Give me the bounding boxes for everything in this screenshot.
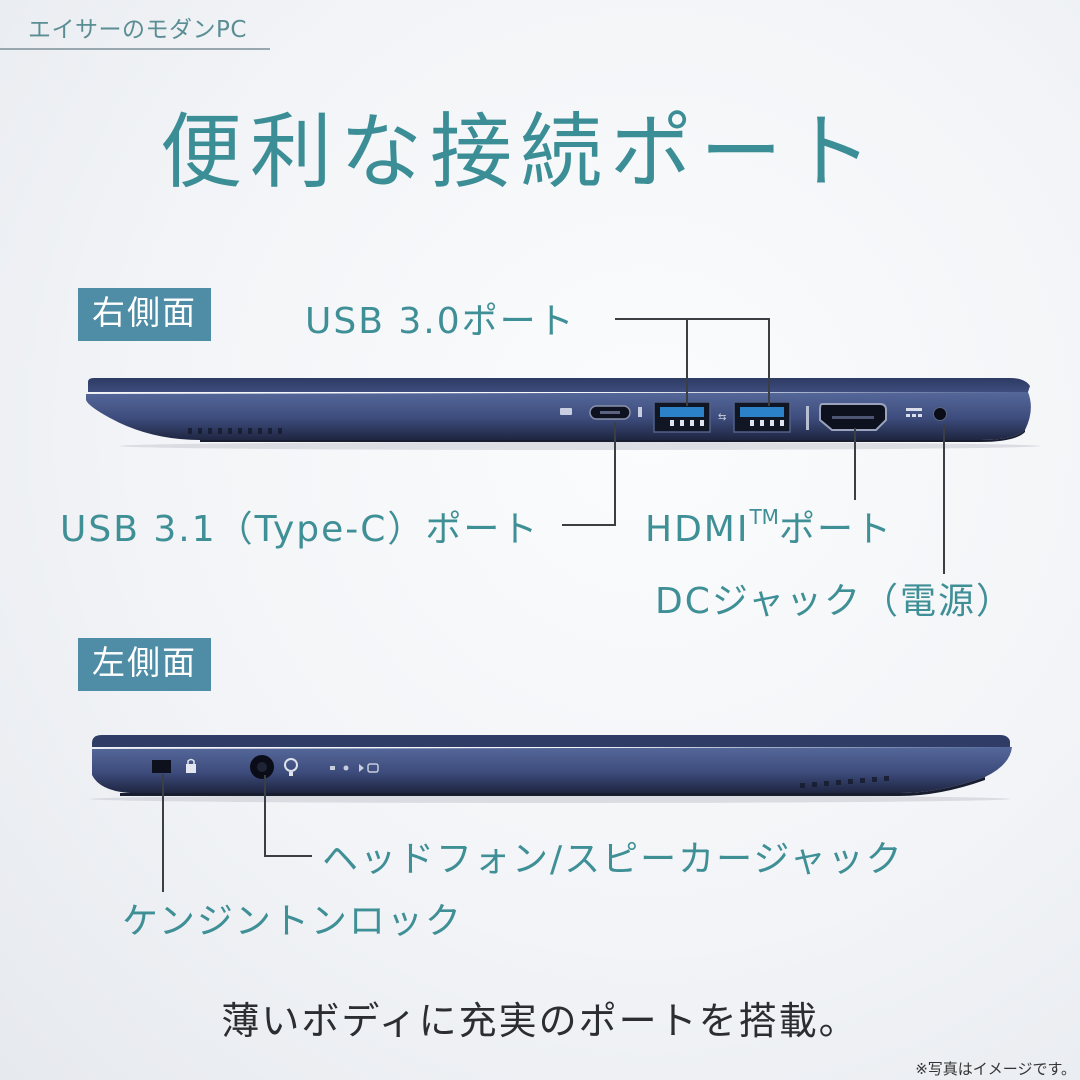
usbc-leader-h [562,524,616,526]
kensington-lock-label: ケンジントンロック [122,901,463,942]
status-led-icons [330,763,379,773]
dc-leader-v [943,424,945,574]
dc-jack-label: DCジャック（電源） [655,581,1015,622]
hdmi-port-icon [819,403,887,431]
usb-c-label: USB 3.1（Type-C）ポート [60,509,540,550]
usb-c-port-icon [560,405,631,420]
laptop-left-side [90,735,1012,803]
hdmi-label: HDMITMポート [645,505,893,551]
usb3-leader-v1 [686,318,688,406]
usb-a-port-icon [653,401,711,433]
headset-glyph-icon [284,758,298,776]
left-side-badge: 左側面 [78,638,211,691]
audio-leader-h [264,855,312,857]
page-title: 便利な接続ポート [160,105,881,200]
kensington-leader-v [162,774,164,892]
headphone-jack-icon [250,755,274,779]
svg-text:⇆: ⇆ [718,412,726,423]
usb3-label: USB 3.0ポート [305,301,576,342]
hdmi-leader-v [854,428,856,500]
usb3-leader-h [615,318,770,320]
brand-tag: エイサーのモダンPC [28,17,247,43]
lock-glyph-icon [186,758,196,773]
hdmi-label-tail: ポート [778,509,893,550]
dc-indicator-icon [906,408,922,417]
kensington-lock-icon [152,760,171,773]
brand-divider [0,48,270,50]
usb3-leader-v2 [768,318,770,406]
usb-a-port-icon [733,401,791,433]
image-disclaimer: ※写真はイメージです。 [915,1060,1076,1078]
right-side-badge: 右側面 [78,288,211,341]
tagline: 薄いボディに充実のポートを搭載。 [221,999,859,1043]
audio-leader-v [264,775,266,857]
laptop-right-side: ⇆ [86,378,1040,450]
dc-jack-icon [933,407,947,421]
hdmi-trademark: TM [749,505,779,529]
headphone-jack-label: ヘッドフォン/スピーカージャック [322,839,904,880]
hdmi-label-main: HDMI [645,509,750,550]
usbc-leader-v [614,422,616,526]
